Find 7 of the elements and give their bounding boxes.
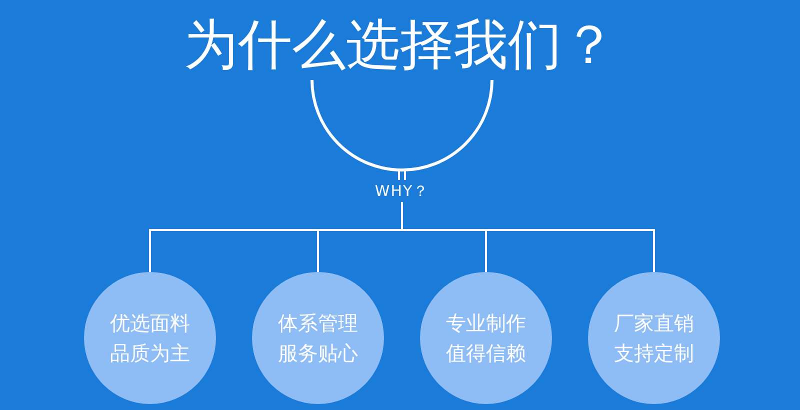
node-label: 优选面料品质为主 (109, 310, 191, 367)
why-label: WHY？ (374, 182, 430, 200)
title: 为什么选择我们？ (184, 12, 616, 78)
node-label: 厂家直销支持定制 (613, 310, 695, 367)
connector-line (149, 202, 403, 272)
node-label: 体系管理服务贴心 (277, 310, 359, 367)
node-label: 专业制作值得信赖 (445, 310, 527, 367)
